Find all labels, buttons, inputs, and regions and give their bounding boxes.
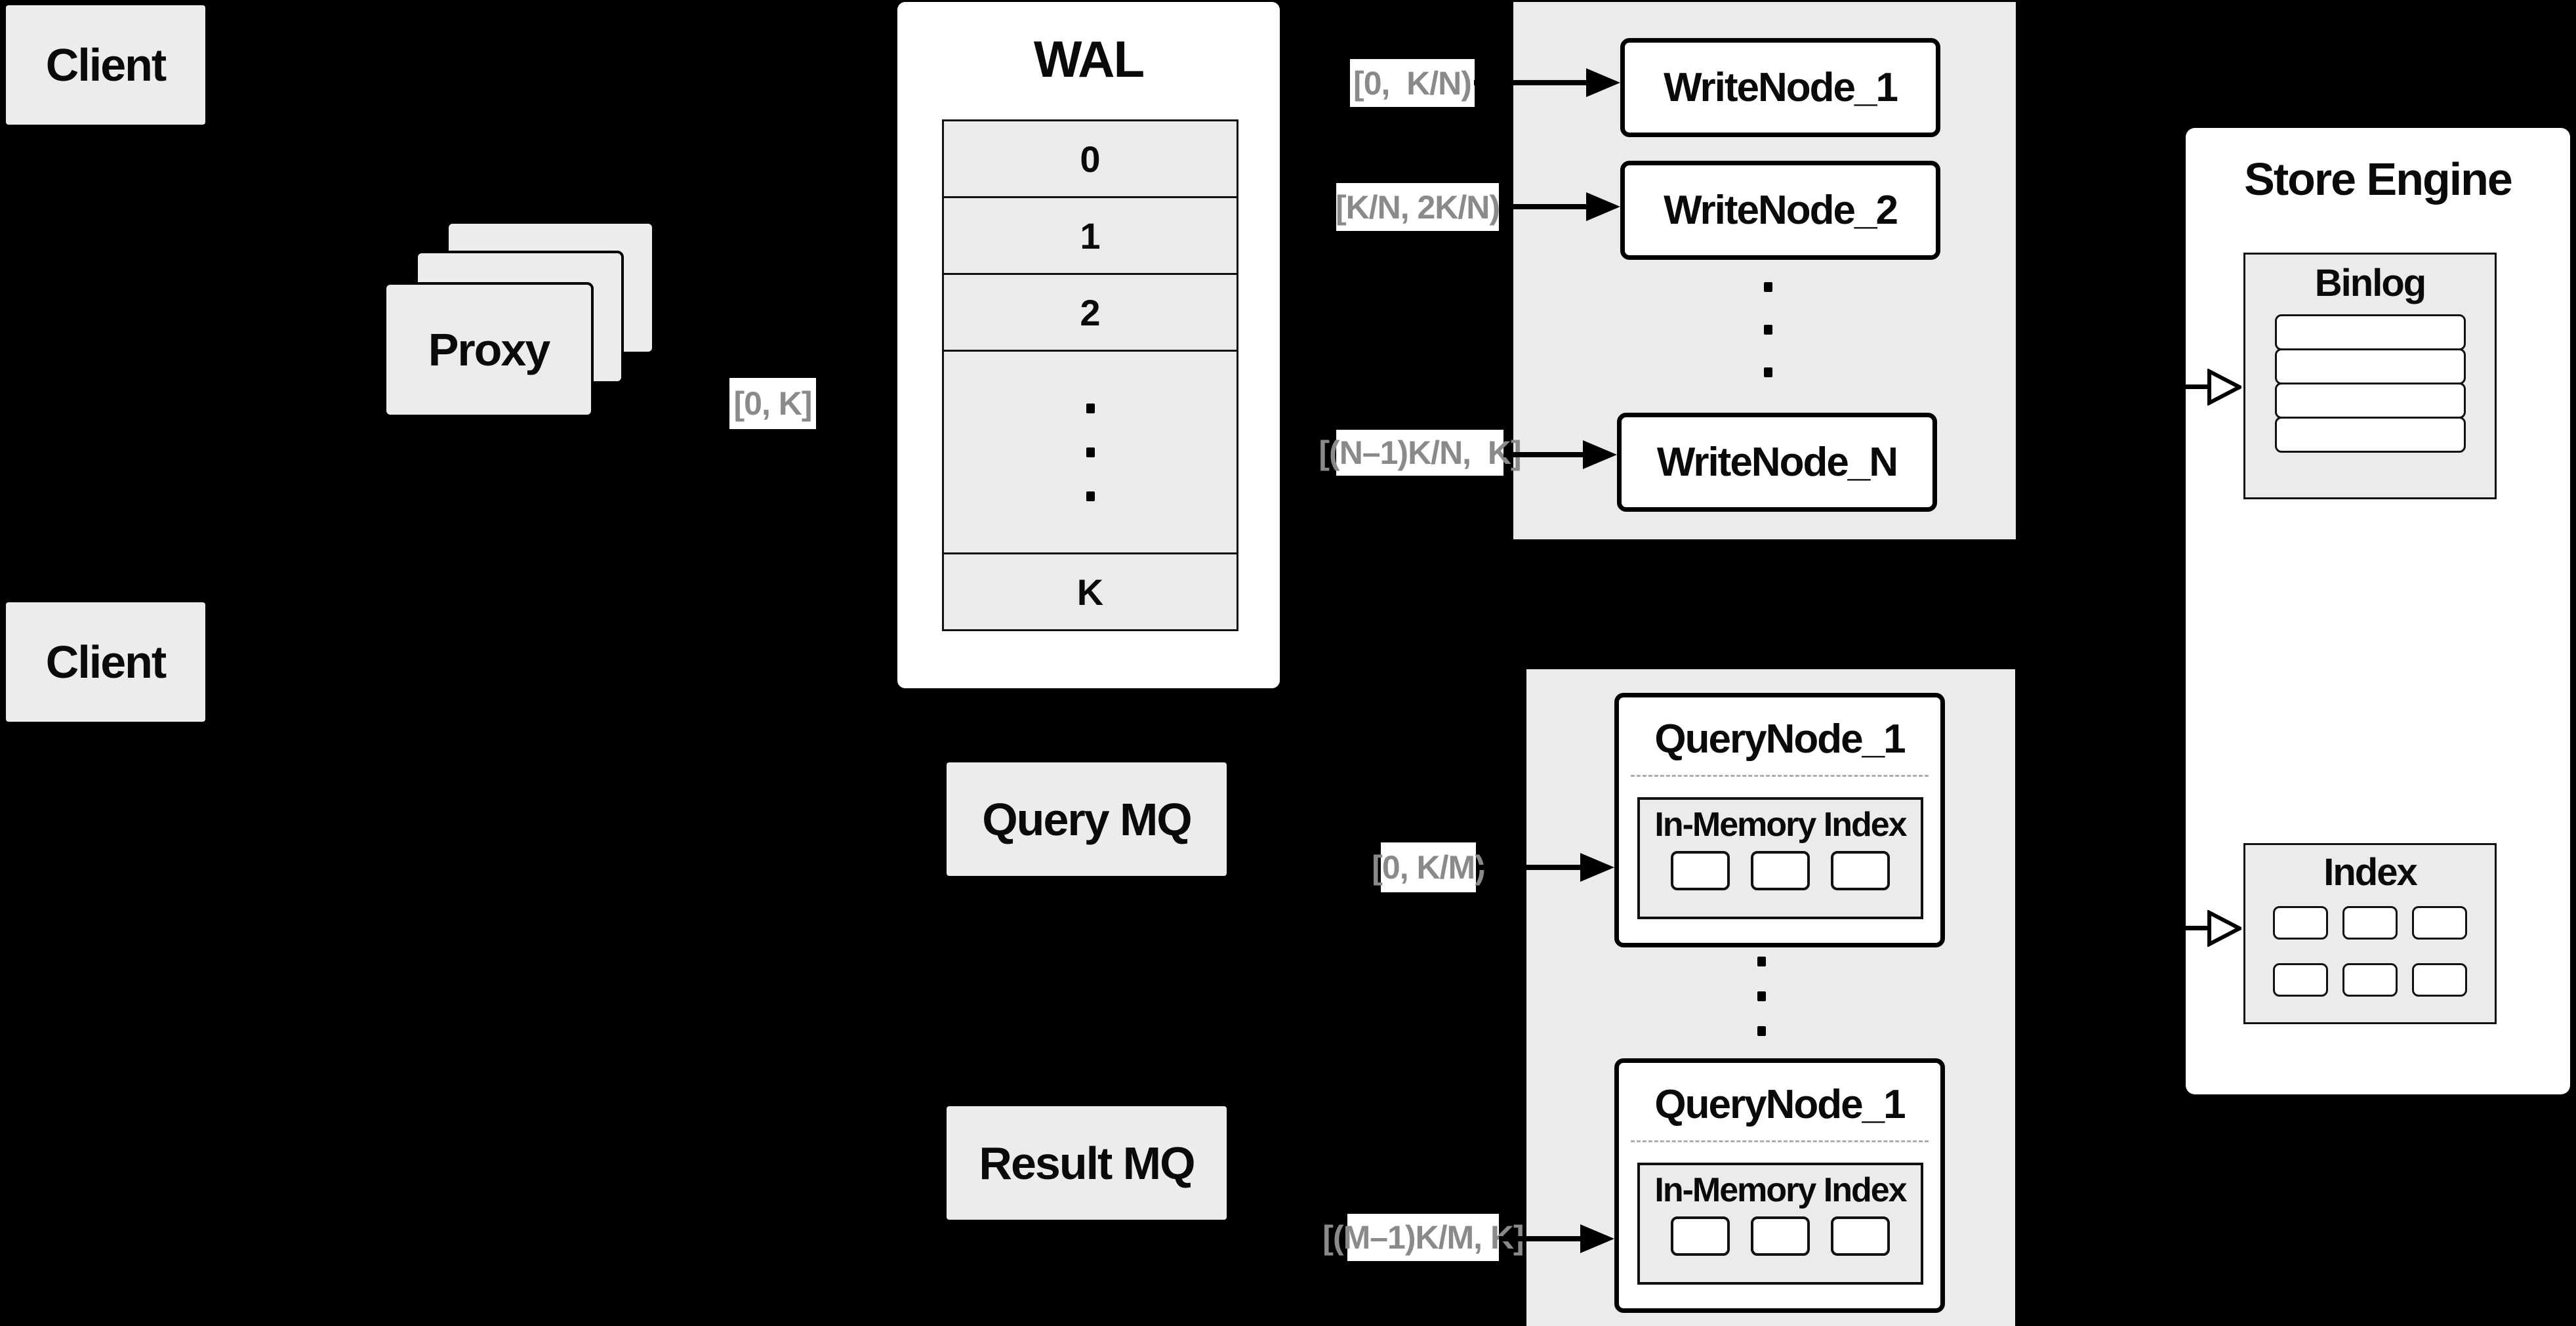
segment-slot	[1751, 851, 1810, 890]
proxy-label: Proxy	[428, 324, 551, 375]
arrow-line-write-n	[1503, 452, 1585, 457]
result-mq-node: Result MQ	[947, 1106, 1227, 1220]
arrow-line-write-2	[1499, 204, 1589, 209]
ellipsis-dot	[1757, 957, 1766, 966]
wal-title: WAL	[1033, 30, 1145, 88]
binlog-rows	[2245, 314, 2495, 453]
ellipsis-dot	[1757, 991, 1766, 1001]
segment-slot	[1751, 1216, 1810, 1256]
query-node-1: QueryNode_1 In-Memory Index	[1614, 693, 1945, 947]
arrow-line-query-m	[1499, 1236, 1582, 1241]
arrow-line-write-1	[1474, 80, 1589, 85]
client-top-node: Client	[6, 5, 205, 125]
in-memory-index-box: In-Memory Index	[1637, 797, 1923, 919]
binlog-row	[2274, 314, 2466, 350]
index-cell	[2273, 963, 2328, 997]
ellipsis-dot	[1086, 447, 1095, 457]
wal-panel: WAL 0 1 2 K	[897, 2, 1280, 688]
arrow-head-write-n	[1583, 440, 1617, 469]
query-node-group-panel: QueryNode_1 In-Memory Index QueryNode_1 …	[1526, 669, 2015, 1326]
wal-segment-row: 0	[942, 119, 1238, 198]
range-label-write-n: [(N–1)K/N, K]	[1319, 430, 1522, 476]
in-memory-index-title: In-Memory Index	[1654, 806, 1907, 844]
ellipsis-dot	[1757, 1026, 1766, 1036]
write-node-2-label: WriteNode_2	[1664, 188, 1898, 233]
ellipsis-dot	[1764, 325, 1772, 335]
client-bottom-node: Client	[6, 602, 205, 722]
range-label-query-m: [(M–1)K/M, K]	[1322, 1214, 1524, 1261]
index-cell	[2412, 963, 2467, 997]
arrow-line-index	[2186, 926, 2211, 930]
index-title: Index	[2323, 851, 2418, 894]
binlog-box: Binlog	[2243, 253, 2497, 499]
range-label-write-2: [K/N, 2K/N)	[1336, 183, 1500, 231]
proxy-node: Proxy	[384, 282, 594, 417]
ellipsis-dot	[1764, 282, 1772, 292]
segment-slot	[1831, 851, 1890, 890]
segment-slot	[1831, 1216, 1890, 1256]
query-node-1-label: QueryNode_1	[1654, 716, 1906, 762]
segment-slot-row	[1640, 851, 1921, 890]
arrow-line-query-1	[1476, 865, 1582, 870]
write-node-n: WriteNode_N	[1617, 413, 1937, 512]
index-cell	[2342, 963, 2398, 997]
arrow-head-hollow-index	[2207, 910, 2241, 947]
binlog-row	[2274, 383, 2466, 419]
dashed-divider	[1631, 1140, 1929, 1142]
binlog-title: Binlog	[2314, 262, 2426, 304]
write-node-1: WriteNode_1	[1620, 38, 1940, 137]
ellipsis-dot	[1764, 367, 1772, 377]
client-bottom-label: Client	[45, 636, 167, 688]
arrow-line-binlog	[2186, 384, 2211, 389]
write-node-2: WriteNode_2	[1620, 161, 1940, 260]
write-node-n-label: WriteNode_N	[1656, 440, 1898, 485]
arrow-head-hollow-binlog	[2207, 369, 2241, 405]
wal-segment-row: 2	[942, 273, 1238, 352]
result-mq-label: Result MQ	[979, 1137, 1195, 1189]
write-node-1-label: WriteNode_1	[1664, 65, 1898, 110]
index-box: Index	[2243, 843, 2497, 1024]
query-mq-label: Query MQ	[982, 793, 1193, 845]
ellipsis-dot	[1086, 403, 1095, 413]
segment-slot	[1671, 851, 1730, 890]
ellipsis-dot	[1086, 491, 1095, 501]
query-node-ellipsis	[1757, 957, 1766, 1036]
store-engine-title: Store Engine	[2244, 154, 2513, 205]
wal-segment-table: 0 1 2 K	[942, 119, 1238, 631]
index-cell	[2342, 906, 2398, 940]
query-mq-node: Query MQ	[947, 762, 1227, 876]
wal-segment-row: K	[942, 552, 1238, 631]
wal-ellipsis-row	[942, 350, 1238, 554]
client-top-label: Client	[45, 39, 167, 91]
index-cell	[2273, 906, 2328, 940]
arrow-head-query-1	[1580, 853, 1614, 882]
index-cell	[2412, 906, 2467, 940]
dashed-divider	[1631, 775, 1929, 777]
arrow-head-query-m	[1580, 1224, 1614, 1253]
segment-slot	[1671, 1216, 1730, 1256]
range-label-query-1: [0, K/M)	[1372, 842, 1486, 892]
binlog-row	[2274, 348, 2466, 384]
arrow-head-write-1	[1586, 68, 1620, 97]
binlog-row	[2274, 417, 2466, 453]
segment-slot-row	[1640, 1216, 1921, 1256]
query-node-2-label: QueryNode_1	[1654, 1082, 1906, 1127]
store-engine-panel: Store Engine Binlog Index	[2186, 128, 2570, 1094]
in-memory-index-box: In-Memory Index	[1637, 1163, 1923, 1285]
index-cell-row	[2245, 906, 2495, 940]
in-memory-index-title: In-Memory Index	[1654, 1171, 1907, 1209]
wal-segment-row: 1	[942, 196, 1238, 275]
query-node-2: QueryNode_1 In-Memory Index	[1614, 1058, 1945, 1313]
write-node-ellipsis	[1764, 282, 1772, 377]
range-label-proxy-wal: [0, K]	[729, 378, 816, 429]
range-label-write-1: [0, K/N)	[1350, 59, 1475, 107]
arrow-head-write-2	[1586, 192, 1620, 221]
index-cell-row	[2245, 963, 2495, 997]
